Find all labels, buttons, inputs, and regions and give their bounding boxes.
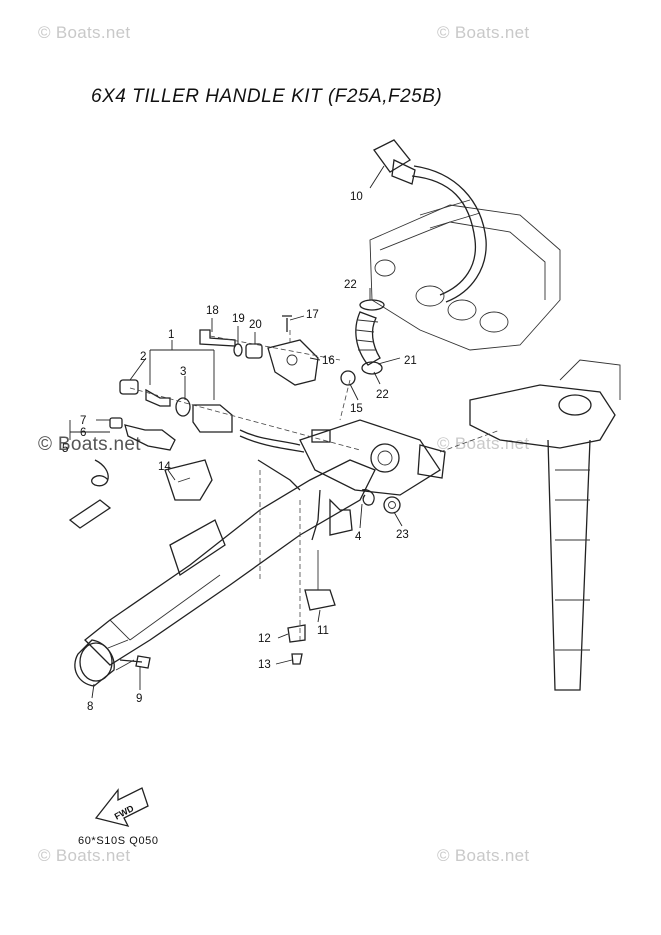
callout-23: 23 <box>396 529 409 541</box>
watermark-top-right: © Boats.net <box>437 23 530 42</box>
part-8-grip <box>74 639 135 687</box>
watermark-top-left: © Boats.net <box>38 23 131 42</box>
engine-bracket <box>369 199 561 351</box>
callout-20: 20 <box>249 319 262 331</box>
watermark-bottom-left: © Boats.net <box>38 846 131 865</box>
diagram-title: 6X4 TILLER HANDLE KIT (F25A,F25B) <box>91 86 443 107</box>
callout-10: 10 <box>350 191 363 203</box>
watermark-middle-right: © Boats.net <box>437 434 530 453</box>
callout-22-lower: 22 <box>376 389 389 401</box>
callout-7: 7 <box>80 415 86 427</box>
callout-1: 1 <box>168 329 174 341</box>
callout-3: 3 <box>180 366 186 378</box>
upper-parts <box>68 315 401 665</box>
steering-bracket <box>439 359 621 691</box>
tiller-handle <box>84 419 446 666</box>
callout-12: 12 <box>258 633 271 645</box>
callout-6: 6 <box>80 427 86 439</box>
watermark-bottom-right: © Boats.net <box>437 846 530 865</box>
callout-17: 17 <box>306 309 319 321</box>
callout-8: 8 <box>87 701 93 713</box>
callout-21: 21 <box>404 355 417 367</box>
callout-4: 4 <box>355 531 362 543</box>
callout-22-upper: 22 <box>344 279 357 291</box>
callout-19: 19 <box>232 313 245 325</box>
callout-15: 15 <box>350 403 363 415</box>
callout-14: 14 <box>158 461 171 473</box>
callout-11: 11 <box>317 625 329 637</box>
callout-16: 16 <box>322 355 335 367</box>
callout-5: 5 <box>62 443 68 455</box>
drawing-code: 60*S10S Q050 <box>78 835 159 847</box>
part-10-connector <box>373 139 487 303</box>
callout-9: 9 <box>136 693 142 705</box>
callout-numbers: 1 2 3 4 5 6 7 8 9 10 11 12 13 14 15 16 1… <box>62 191 417 713</box>
callout-18: 18 <box>206 305 219 317</box>
part-21-grommet <box>355 299 385 375</box>
watermark-middle-left: © Boats.net <box>38 434 141 455</box>
leader-lines <box>69 165 403 699</box>
callout-2: 2 <box>140 351 146 363</box>
callout-13: 13 <box>258 659 271 671</box>
part-9-bolt <box>119 655 151 669</box>
fwd-arrow: FWD <box>94 787 149 827</box>
